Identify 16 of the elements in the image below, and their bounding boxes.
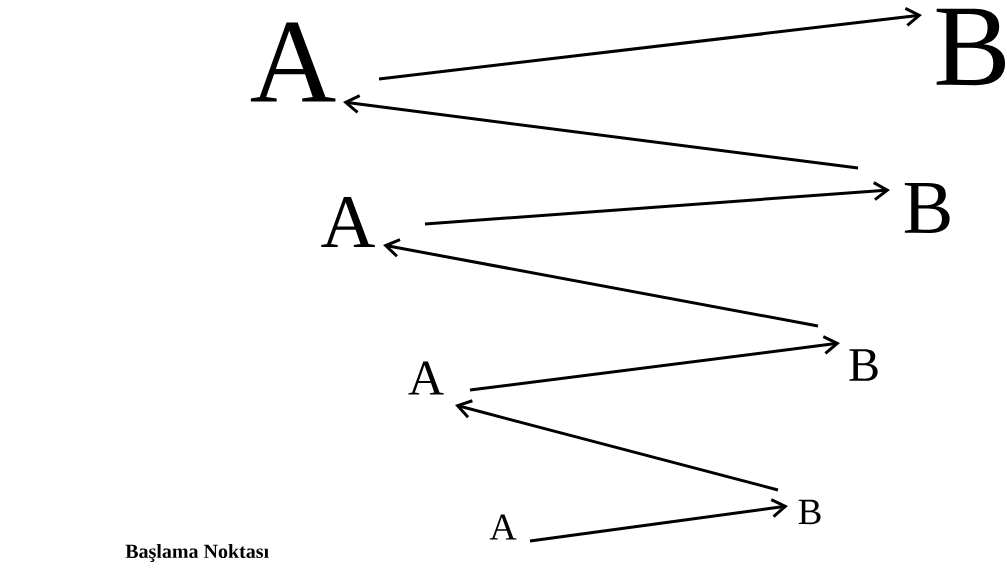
letter-label: A — [321, 196, 375, 248]
arrow — [383, 238, 819, 328]
letter-label: B — [798, 499, 821, 525]
arrow — [529, 498, 788, 543]
letter-label: A — [489, 514, 517, 540]
arrow — [469, 335, 840, 392]
arrow — [343, 94, 859, 170]
letter-label: B — [936, 8, 1005, 86]
letter-label: A — [250, 22, 336, 102]
arrow — [455, 399, 779, 492]
letter-label: A — [408, 361, 444, 395]
arrow — [424, 181, 890, 226]
arrow — [378, 7, 922, 81]
letter-label: B — [849, 349, 878, 381]
caption-text: Başlama Noktası — [125, 544, 269, 562]
letter-label: B — [904, 183, 950, 233]
